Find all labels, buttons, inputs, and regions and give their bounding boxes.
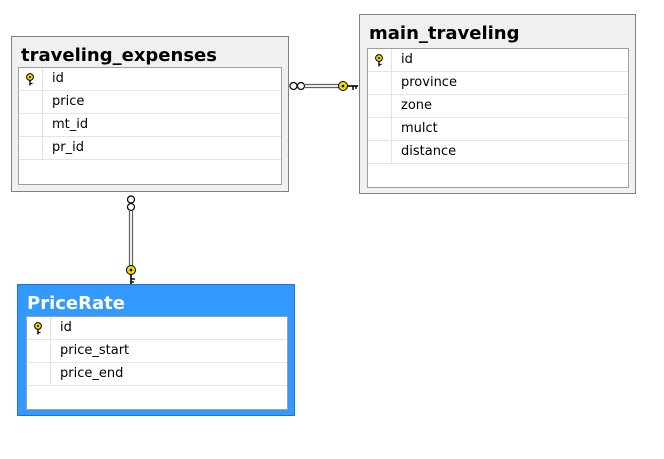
column-name: province bbox=[401, 75, 457, 90]
row-selector[interactable] bbox=[19, 137, 43, 159]
table-main-traveling[interactable]: main_traveling id province zone mulct bbox=[359, 14, 636, 194]
column-row[interactable]: id bbox=[19, 68, 281, 91]
column-name: zone bbox=[401, 98, 433, 113]
column-row[interactable]: price_start bbox=[27, 340, 287, 363]
column-row[interactable]: pr_id bbox=[19, 137, 281, 160]
column-name: mt_id bbox=[52, 117, 89, 132]
column-row[interactable]: mt_id bbox=[19, 114, 281, 137]
row-selector[interactable] bbox=[19, 114, 43, 136]
column-row[interactable]: id bbox=[27, 317, 287, 340]
key-end-icon bbox=[126, 265, 136, 284]
row-selector[interactable] bbox=[368, 95, 392, 117]
column-row[interactable]: price_end bbox=[27, 363, 287, 386]
column-name: distance bbox=[401, 144, 457, 159]
column-name: price bbox=[52, 94, 85, 109]
relationship-expenses-main[interactable] bbox=[289, 81, 358, 91]
column-row[interactable]: zone bbox=[368, 95, 628, 118]
table-title: traveling_expenses bbox=[21, 45, 217, 66]
column-name: id bbox=[52, 71, 64, 86]
column-name: pr_id bbox=[52, 140, 84, 155]
row-selector[interactable] bbox=[27, 317, 51, 339]
many-end-icon bbox=[289, 81, 306, 91]
column-name: price_end bbox=[60, 366, 124, 381]
column-row[interactable]: price bbox=[19, 91, 281, 114]
column-name: price_start bbox=[60, 343, 130, 358]
column-list: id province zone mulct distance bbox=[367, 48, 629, 188]
table-traveling-expenses[interactable]: traveling_expenses id price mt_id pr_id bbox=[11, 36, 289, 192]
table-title: PriceRate bbox=[27, 293, 125, 314]
table-title: main_traveling bbox=[369, 23, 520, 44]
column-row[interactable]: province bbox=[368, 72, 628, 95]
row-selector[interactable] bbox=[27, 363, 51, 385]
many-end-icon bbox=[126, 195, 136, 212]
column-list: id price_start price_end bbox=[26, 316, 288, 410]
column-name: mulct bbox=[401, 121, 438, 136]
primary-key-icon bbox=[34, 322, 42, 335]
row-selector[interactable] bbox=[19, 68, 43, 90]
table-pricerate[interactable]: PriceRate id price_start price_end bbox=[17, 284, 295, 416]
primary-key-icon bbox=[26, 73, 34, 86]
column-name: id bbox=[60, 320, 72, 335]
column-row[interactable]: id bbox=[368, 49, 628, 72]
primary-key-icon bbox=[375, 54, 383, 67]
column-row[interactable]: distance bbox=[368, 141, 628, 164]
row-selector[interactable] bbox=[368, 141, 392, 163]
row-selector[interactable] bbox=[19, 91, 43, 113]
column-list: id price mt_id pr_id bbox=[18, 67, 282, 185]
row-selector[interactable] bbox=[368, 72, 392, 94]
column-name: id bbox=[401, 52, 413, 67]
row-selector[interactable] bbox=[368, 118, 392, 140]
row-selector[interactable] bbox=[368, 49, 392, 71]
key-end-icon bbox=[338, 81, 358, 91]
row-selector[interactable] bbox=[27, 340, 51, 362]
relationship-expenses-pricerate[interactable] bbox=[126, 195, 136, 284]
column-row[interactable]: mulct bbox=[368, 118, 628, 141]
